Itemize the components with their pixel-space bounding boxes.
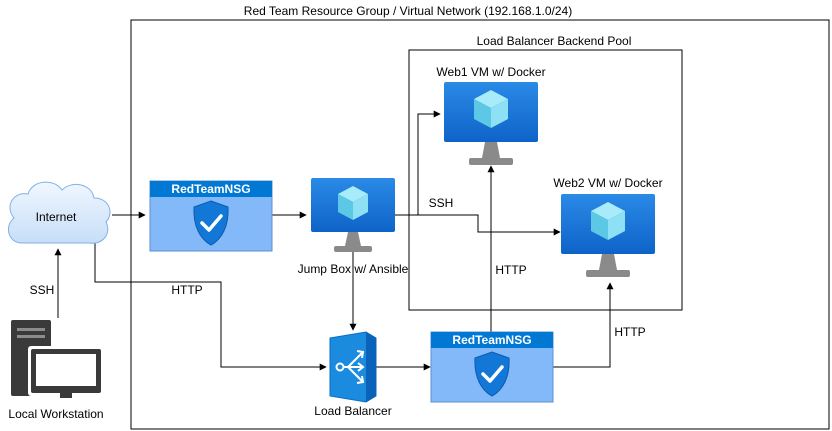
resource-group-title: Red Team Resource Group / Virtual Networ… <box>244 4 572 18</box>
jump-box-label: Jump Box w/ Ansible <box>298 262 409 276</box>
edge-label-http-internet: HTTP <box>171 283 202 297</box>
edge-label-http-web1: HTTP <box>495 263 526 277</box>
nsg-bottom-title: RedTeamNSG <box>452 333 531 347</box>
nsg-top-node: RedTeamNSG <box>149 180 273 252</box>
virtual-machine-icon <box>311 178 395 252</box>
edge-label-ssh-workstation: SSH <box>30 283 55 297</box>
web1-node: Web1 VM w/ Docker <box>436 65 546 165</box>
backend-pool-title: Load Balancer Backend Pool <box>477 34 632 48</box>
workstation-icon <box>11 320 104 398</box>
resource-group-box <box>130 19 830 430</box>
load-balancer-label: Load Balancer <box>314 404 391 418</box>
edge-nsg-to-web2 <box>553 282 614 368</box>
edges <box>54 110 614 371</box>
load-balancer-node: Load Balancer <box>314 331 392 418</box>
web2-node: Web2 VM w/ Docker <box>553 176 663 277</box>
web1-label: Web1 VM w/ Docker <box>436 65 545 79</box>
virtual-machine-icon <box>561 194 655 277</box>
cloud-icon <box>7 181 111 244</box>
edge-label-http-web2: HTTP <box>614 325 645 339</box>
nsg-top-title: RedTeamNSG <box>171 182 250 196</box>
web2-label: Web2 VM w/ Docker <box>553 176 662 190</box>
internet-label: Internet <box>36 210 77 224</box>
jump-box-node: Jump Box w/ Ansible <box>298 178 409 276</box>
virtual-machine-icon <box>444 82 538 165</box>
backend-pool-box <box>408 49 683 311</box>
nsg-bottom-node: RedTeamNSG <box>430 331 554 403</box>
edge-internet-to-lb <box>94 243 327 371</box>
shield-icon <box>474 351 510 397</box>
internet-node: Internet <box>7 181 111 244</box>
load-balancer-icon <box>329 331 377 403</box>
workstation-node: Local Workstation <box>8 320 104 421</box>
workstation-label: Local Workstation <box>8 407 103 421</box>
shield-icon <box>193 200 229 246</box>
edge-label-ssh-jumpbox: SSH <box>429 196 454 210</box>
edge-jumpbox-to-web2 <box>395 214 561 236</box>
